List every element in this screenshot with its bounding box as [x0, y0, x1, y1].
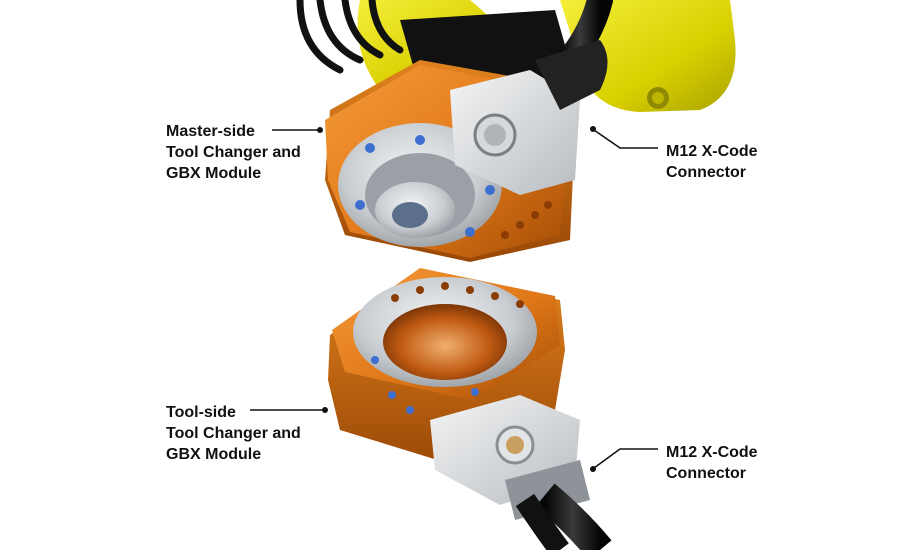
callout-line: Tool-side	[166, 404, 236, 421]
callout-connector-bottom: M12 X-Code Connector	[666, 442, 758, 484]
callout-master-side: Master-side Tool Changer and GBX Module	[166, 121, 301, 184]
leader-lines	[250, 126, 658, 472]
leader-connector-bottom	[593, 448, 658, 469]
tool-side-tool-changer	[328, 268, 612, 550]
master-side-tool-changer	[325, 40, 608, 262]
callout-line: GBX Module	[166, 446, 262, 463]
callout-line: Connector	[666, 164, 746, 181]
leader-connector-top	[593, 129, 658, 149]
callout-line: Master-side	[166, 123, 255, 140]
callout-line: Tool Changer and	[166, 144, 301, 161]
callout-line: M12 X-Code	[666, 444, 758, 461]
callout-line: Connector	[666, 465, 746, 482]
callout-line: GBX Module	[166, 165, 262, 182]
callout-line: Tool Changer and	[166, 425, 301, 442]
callout-tool-side: Tool-side Tool Changer and GBX Module	[166, 402, 301, 465]
callout-connector-top: M12 X-Code Connector	[666, 141, 758, 183]
callout-line: M12 X-Code	[666, 143, 758, 160]
